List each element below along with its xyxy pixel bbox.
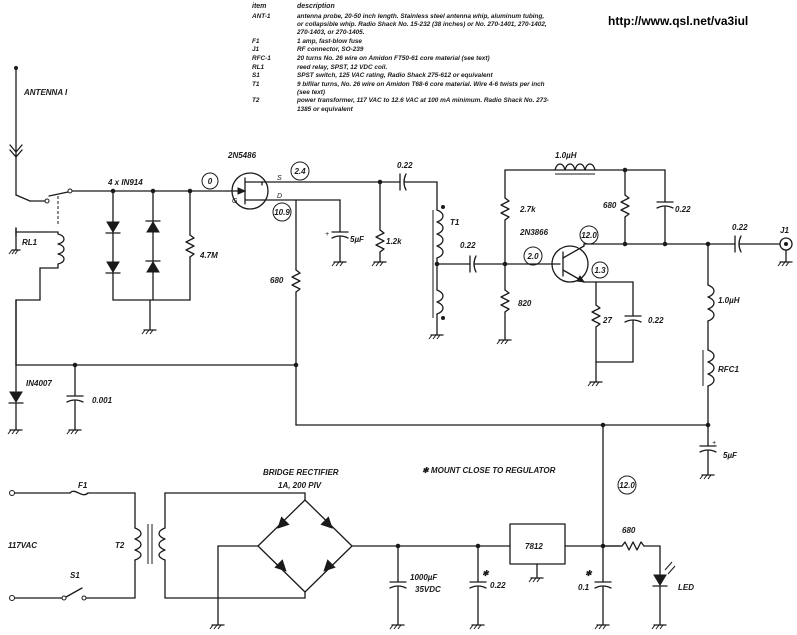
svg-text:12.0: 12.0 [619, 481, 635, 490]
mains-input [9, 490, 136, 601]
cap-022-b [469, 255, 561, 273]
voltage-supply: 12.0 [617, 475, 637, 495]
antenna-label: ANTENNA I [23, 88, 68, 97]
bjt-2n3866 [551, 243, 597, 283]
svg-text:12.0: 12.0 [581, 231, 597, 240]
c-022-out-label: 0.22 [732, 223, 748, 232]
cap-022-reg [469, 543, 487, 630]
l-1uh-out-label: 1.0µH [718, 296, 740, 305]
legend-header-item: item [252, 3, 267, 10]
bridge-label: BRIDGE RECTIFIER [263, 468, 339, 477]
voltage-gate: 0 [201, 172, 219, 190]
c-1000-label: 1000µF [410, 573, 438, 582]
emitter-network [587, 281, 642, 387]
bridge-rectifier [209, 499, 511, 630]
voltage-base: 2.0 [523, 246, 543, 266]
star-b: ✱ [585, 569, 593, 578]
svg-text:2.4: 2.4 [293, 167, 306, 176]
c-01-label: 0.1 [578, 583, 590, 592]
svg-text:0: 0 [208, 177, 213, 186]
source-url: http://www.qsl.net/va3iul [608, 14, 748, 28]
mount-note: ✱ MOUNT CLOSE TO REGULATOR [422, 466, 556, 475]
gate-pin-label: G [232, 198, 238, 205]
relay-contact [15, 188, 73, 225]
bridge-spec-label: 1A, 200 PIV [278, 481, 322, 490]
svg-text:+: + [325, 231, 329, 238]
inductor-1uh-top [554, 163, 674, 245]
c-022-reg-label: 0.22 [490, 581, 506, 590]
c-022-c-label: 0.22 [675, 205, 691, 214]
collector-resistor [583, 169, 736, 247]
relay-coil-rl1 [8, 227, 65, 366]
voltage-collector: 12.0 [579, 225, 599, 245]
diodes-label: 4 x IN914 [107, 178, 143, 187]
c-5uf-top-label: 5µF [350, 235, 365, 244]
jfet-label: 2N5486 [227, 151, 257, 160]
r-2k7-label: 2.7k [519, 205, 536, 214]
c-5uf-bot-label: 5µF [723, 451, 738, 460]
voltage-emitter: 1.3 [591, 261, 609, 279]
antenna-symbol [9, 66, 23, 196]
svg-text:1.3: 1.3 [594, 266, 606, 275]
r-680-led-label: 680 [622, 526, 636, 535]
r-1k2-label: 1.2k [386, 237, 402, 246]
f1-label: F1 [78, 481, 88, 490]
drain-pin-label: D [277, 193, 282, 200]
output-coupling [734, 235, 781, 253]
vac-label: 117VAC [8, 541, 37, 550]
r-680-c-label: 680 [603, 201, 617, 210]
s1-label: S1 [70, 571, 80, 580]
c-022-e-label: 0.22 [648, 316, 664, 325]
transformer-t2 [134, 492, 306, 599]
r-4m7-label: 4.7M [199, 251, 218, 260]
source-resistor [371, 179, 387, 267]
source-pin-label: S [277, 175, 282, 182]
r-27-label: 27 [602, 316, 612, 325]
r-680-gate-label: 680 [270, 276, 284, 285]
legend-header-desc: description [297, 3, 335, 10]
star-a: ✱ [482, 569, 490, 578]
jfet-2n5486 [227, 172, 401, 210]
cap-1000uf [389, 543, 407, 630]
svg-text:+: + [712, 440, 716, 447]
voltage-source: 2.4 [290, 161, 310, 181]
c-0001-label: 0.001 [92, 396, 113, 405]
rfc1-label: RFC1 [718, 365, 739, 374]
regulator-label: 7812 [525, 542, 543, 551]
c-1000-voltage-label: 35VDC [415, 585, 441, 594]
r-820-label: 820 [518, 299, 532, 308]
regulator-output [594, 424, 676, 630]
j1-label: J1 [780, 226, 789, 235]
t1-label: T1 [450, 218, 460, 227]
c-022-a-label: 0.22 [397, 161, 413, 170]
drain-network: + [291, 199, 349, 426]
c-022-b-label: 0.22 [460, 241, 476, 250]
diode-clamp [105, 188, 195, 335]
rf-connector-j1 [777, 237, 793, 267]
t2-label: T2 [115, 541, 125, 550]
bjt-label: 2N3866 [519, 228, 549, 237]
cap-022-a [399, 173, 438, 211]
svg-text:2.0: 2.0 [526, 252, 539, 261]
relay-supply [7, 299, 299, 435]
supply-chokes [702, 241, 715, 426]
base-divider [496, 169, 626, 345]
led-label: LED [678, 583, 694, 592]
l-1uh-top-label: 1.0µH [555, 151, 577, 160]
rl1-label: RL1 [22, 238, 38, 247]
transformer-t1 [428, 205, 471, 340]
d-1n4007-label: IN4007 [26, 379, 52, 388]
voltage-drain: 10.9 [272, 202, 292, 222]
svg-text:10.9: 10.9 [274, 208, 290, 217]
